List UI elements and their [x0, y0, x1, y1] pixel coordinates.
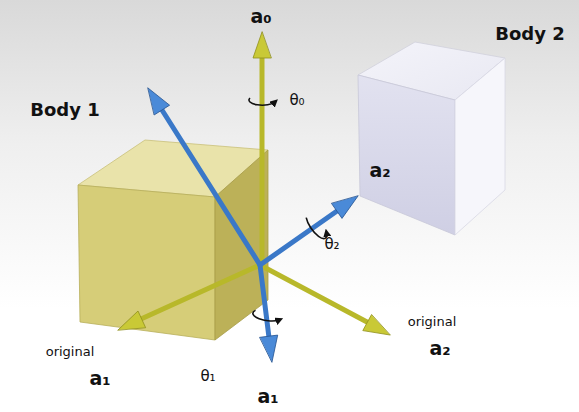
rotation-arrows	[249, 98, 329, 322]
original-note: original	[46, 345, 95, 359]
axis-label: a₂	[429, 338, 450, 359]
angle-label: θ₂	[324, 236, 339, 253]
body-label: Body 2	[495, 24, 565, 44]
angle-label: θ₁	[200, 368, 215, 385]
angle-label: θ₀	[289, 92, 304, 109]
body-label: Body 1	[30, 100, 100, 120]
body-1-cube	[78, 140, 268, 340]
axis-label: a₀	[250, 6, 271, 27]
original-axes	[118, 32, 390, 335]
body-2-cube	[358, 42, 505, 235]
axis-label: a₂	[369, 160, 390, 181]
axis-label: a₁	[257, 386, 278, 407]
rotated-axes	[148, 88, 358, 362]
axis-label: a₁	[89, 368, 110, 389]
original-note: original	[408, 315, 457, 329]
